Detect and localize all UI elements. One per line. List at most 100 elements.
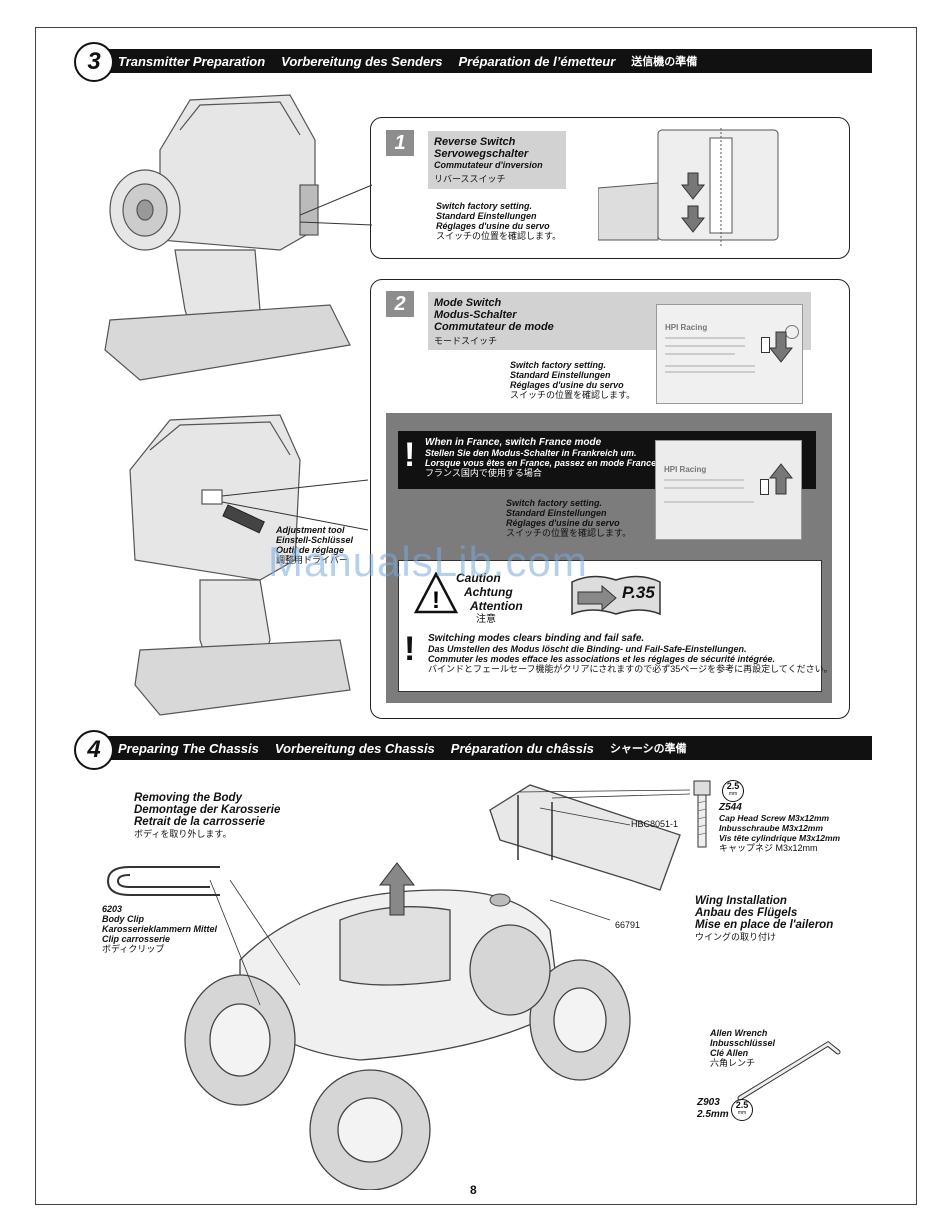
step-1-callout-lines xyxy=(300,184,373,226)
allen-en: Allen Wrench xyxy=(710,1028,768,1038)
adjustment-tool-label: Adjustment tool Einstell-Schlüssel Outil… xyxy=(276,525,353,565)
section-3-title-jp: 送信機の準備 xyxy=(631,56,698,68)
allen-jp: 六角レンチ xyxy=(710,1058,756,1068)
step-2-factory-fr: Réglages d'usine du servo xyxy=(510,380,624,390)
screw-part: Z544 xyxy=(719,802,742,813)
buggy-illustration xyxy=(184,784,691,1190)
france-factory-setting: Switch factory setting. Standard Einstel… xyxy=(506,498,631,538)
step-2-number: 2 xyxy=(386,291,414,317)
removing-body-de: Demontage der Karosserie xyxy=(134,804,281,816)
step-2-heading-de: Modus-Schalter xyxy=(434,309,517,321)
caution-labels: Caution Achtung Attention 注意 xyxy=(456,571,523,627)
reverse-switch-illustration xyxy=(598,128,779,248)
step-2-factory-setting: Switch factory setting. Standard Einstel… xyxy=(510,360,635,400)
body-clip-part: 6203 xyxy=(102,904,123,914)
screw-de: Inbusschraube M3x12mm xyxy=(719,823,823,833)
book-page-ref-icon xyxy=(571,575,661,616)
removing-body-fr: Retrait de la carrosserie xyxy=(134,816,266,828)
page-number: 8 xyxy=(470,1183,477,1197)
adjustment-tool-en: Adjustment tool xyxy=(276,525,345,535)
section-4-title-de: Vorbereitung des Chassis xyxy=(274,740,435,756)
allen-fr: Clé Allen xyxy=(710,1048,749,1058)
svg-text:!: ! xyxy=(432,587,440,614)
warning-de: Das Umstellen des Modus löscht die Bindi… xyxy=(428,644,747,654)
step-2-heading-fr: Commutateur de mode xyxy=(434,321,554,333)
wing-de: Anbau des Flügels xyxy=(695,907,798,919)
allen-wrench-label: Allen Wrench Inbusschlüssel Clé Allen 六角… xyxy=(710,1028,775,1068)
watermark: ManualsLib.com xyxy=(268,538,588,585)
transmitter-illustration xyxy=(104,94,351,381)
france-factory-de: Standard Einstellungen xyxy=(506,508,607,518)
screw-size-badge: 2.5 mm xyxy=(722,780,744,802)
allen-badge-unit: mm xyxy=(737,1110,747,1116)
allen-part-label: Z903 2.5mm xyxy=(697,1097,729,1121)
step-1-heading: Reverse Switch Servowegschalter Commutat… xyxy=(434,136,543,185)
allen-part: Z903 xyxy=(697,1097,720,1108)
part-hbc8051: HBC8051-1 xyxy=(631,819,679,829)
step-2-factory-en: Switch factory setting. xyxy=(510,360,607,370)
allen-badge-size: 2.5 xyxy=(735,1100,749,1110)
caution-en: Caution xyxy=(456,571,501,585)
section-4-title-fr: Préparation du châssis xyxy=(450,740,594,756)
warning-fr: Commuter les modes efface les associatio… xyxy=(428,654,775,664)
step-2-heading-jp: モードスイッチ xyxy=(434,336,498,346)
step-1-factory-jp: スイッチの位置を確認します。 xyxy=(436,231,562,241)
section-3-title-en: Transmitter Preparation xyxy=(118,53,266,69)
removing-body-label: Removing the Body Demontage der Karosser… xyxy=(134,792,280,840)
step-1-factory-setting: Switch factory setting. Standard Einstel… xyxy=(436,201,561,241)
section-4-number: 4 xyxy=(74,730,114,770)
france-jp: フランス国内で使用する場合 xyxy=(425,468,542,478)
body-clip-label: 6203 Body Clip Karosserieklammern Mittel… xyxy=(102,904,217,954)
caution-fr: Attention xyxy=(470,599,523,613)
section-3-header: Transmitter Preparation Vorbereitung des… xyxy=(84,49,872,73)
france-factory-fr: Réglages d'usine du servo xyxy=(506,518,620,528)
warning-en: Switching modes clears binding and fail … xyxy=(428,633,645,644)
step-2-factory-jp: スイッチの位置を確認します。 xyxy=(510,390,636,400)
body-clip-en: Body Clip xyxy=(102,914,144,924)
section-3-title-de: Vorbereitung des Senders xyxy=(281,53,443,69)
page-frame xyxy=(35,27,917,1205)
allen-size: 2.5mm xyxy=(697,1109,729,1120)
france-warning-text: When in France, switch France mode Stell… xyxy=(425,437,656,479)
label-brand: HPI Racing xyxy=(665,323,708,332)
removing-body-jp: ボディを取り外します。 xyxy=(134,829,232,839)
step-1-heading-fr: Commutateur d'inversion xyxy=(434,160,543,170)
page-ref-label: P.35 xyxy=(622,583,655,602)
warning-exclamation-icon: ! xyxy=(404,630,416,668)
france-exclamation-icon: ! xyxy=(404,436,416,474)
france-factory-jp: スイッチの位置を確認します。 xyxy=(506,528,632,538)
screw-jp: キャップネジ M3x12mm xyxy=(719,843,818,853)
section-3-number: 3 xyxy=(74,42,114,82)
step-2-heading: Mode Switch Modus-Schalter Commutateur d… xyxy=(434,297,554,347)
body-clip-jp: ボディクリップ xyxy=(102,944,165,954)
body-clip-icon xyxy=(106,866,220,896)
step-2-factory-de: Standard Einstellungen xyxy=(510,370,611,380)
allen-size-badge: 2.5 mm xyxy=(731,1099,753,1121)
wing-jp: ウイングの取り付け xyxy=(695,932,777,942)
step-1-factory-fr: Réglages d'usine du servo xyxy=(436,221,550,231)
body-clip-de: Karosserieklammern Mittel xyxy=(102,924,218,934)
france-en: When in France, switch France mode xyxy=(425,437,602,448)
mode-warning-text: Switching modes clears binding and fail … xyxy=(428,633,833,675)
allen-de: Inbusschlüssel xyxy=(710,1038,776,1048)
screw-en: Cap Head Screw M3x12mm xyxy=(719,813,830,823)
section-4-header: Preparing The Chassis Vorbereitung des C… xyxy=(84,736,872,760)
screw-size: 2.5 xyxy=(726,781,740,791)
step-1-heading-box xyxy=(428,131,566,189)
transmitter-side-illustration xyxy=(129,414,369,716)
france-up-arrow-icon xyxy=(768,463,794,495)
caution-triangle-icon: ! xyxy=(414,572,458,614)
step-1-heading-jp: リバーススイッチ xyxy=(434,174,506,184)
wing-en: Wing Installation xyxy=(695,895,787,907)
section-4-title-jp: シャーシの準備 xyxy=(609,743,687,755)
wing-fr: Mise en place de l'aileron xyxy=(695,919,834,931)
allen-wrench-icon xyxy=(737,1040,841,1101)
france-de: Stellen Sie den Modus-Schalter in Frankr… xyxy=(425,448,637,458)
part-66791: 66791 xyxy=(615,920,641,930)
step-1-factory-en: Switch factory setting. xyxy=(436,201,533,211)
wing-installation-label: Wing Installation Anbau des Flügels Mise… xyxy=(695,895,833,943)
section-3-title-fr: Préparation de l’émetteur xyxy=(458,53,616,69)
step-2-heading-en: Mode Switch xyxy=(434,297,502,309)
france-factory-en: Switch factory setting. xyxy=(506,498,603,508)
adjustment-tool-de: Einstell-Schlüssel xyxy=(276,535,354,545)
